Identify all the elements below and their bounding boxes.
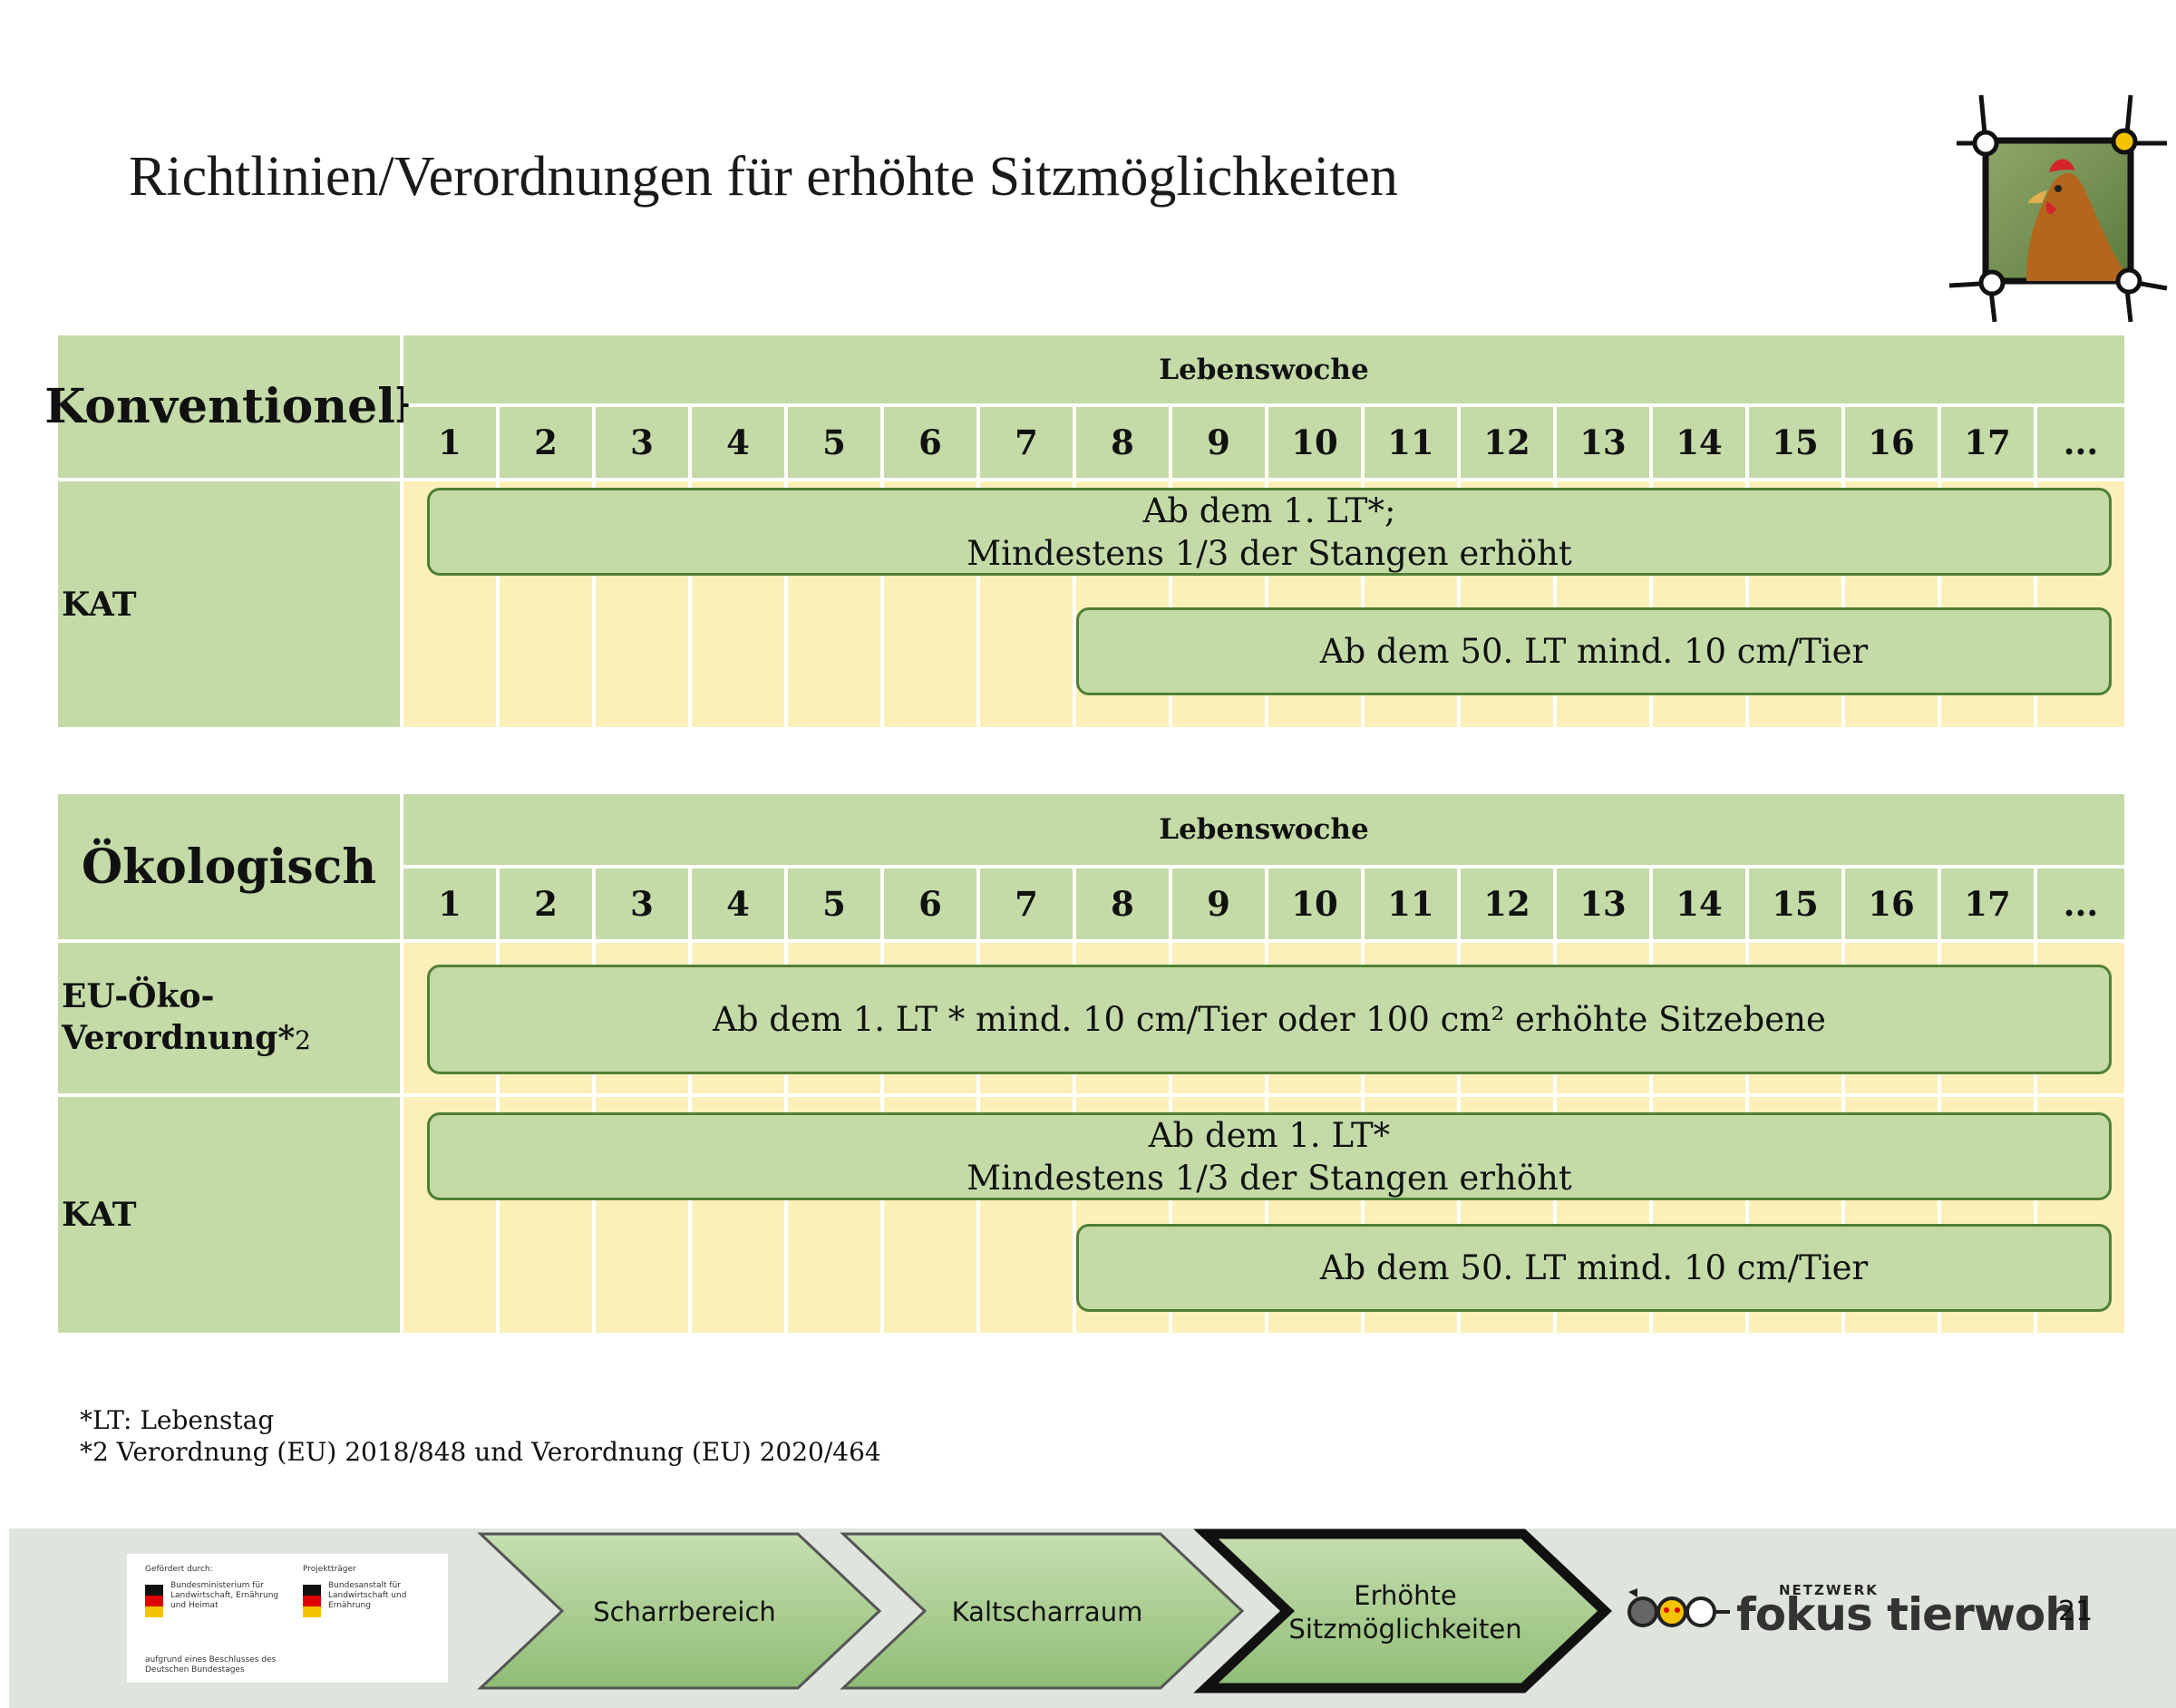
week-cell: 13 — [1557, 869, 1649, 939]
sponsor-right-text: Bundesanstalt für Landwirtschaft und Ern… — [328, 1581, 407, 1610]
week-cell: 8 — [1076, 407, 1169, 478]
week-cell: 3 — [596, 407, 688, 478]
footnote-lt: *LT: Lebenstag — [80, 1405, 275, 1435]
nav-scharrbereich[interactable]: Scharrbereich — [593, 1596, 776, 1627]
week-cell: 11 — [1365, 869, 1457, 939]
week-cell: 7 — [980, 869, 1073, 939]
week-cell: ... — [2037, 407, 2124, 478]
nav-chevrons — [477, 1528, 1613, 1693]
week-cell: 14 — [1653, 407, 1745, 478]
week-cell: 3 — [596, 869, 688, 939]
week-cell: 5 — [788, 407, 880, 478]
lebenswoche-header: Lebenswoche — [403, 794, 2124, 865]
bar-kat-start: Ab dem 1. LT*Mindestens 1/3 der Stangen … — [427, 1112, 2112, 1200]
nav-kaltscharraum[interactable]: Kaltscharraum — [951, 1596, 1143, 1627]
row-label-eu-oeko: EU-Öko-Verordnung*2 — [58, 943, 400, 1093]
week-cell: 2 — [500, 407, 592, 478]
week-cell: 6 — [884, 407, 976, 478]
week-cell: 12 — [1461, 869, 1553, 939]
hen-photo-icon — [1948, 94, 2168, 323]
brand-logo-icon — [1627, 1588, 1730, 1627]
week-cell: 17 — [1941, 869, 2034, 939]
week-cell: 2 — [500, 869, 592, 939]
week-cell: 9 — [1172, 407, 1265, 478]
week-cell: 16 — [1845, 869, 1938, 939]
bar-kat-50lt: Ab dem 50. LT mind. 10 cm/Tier — [1076, 1224, 2112, 1312]
week-cell: 6 — [884, 869, 976, 939]
week-cell: 15 — [1749, 869, 1841, 939]
page-title: Richtlinien/Verordnungen für erhöhte Sit… — [129, 146, 1398, 208]
brand-small-text: NETZWERK — [1779, 1582, 1879, 1598]
sponsor-right-heading: Projektträger — [303, 1565, 356, 1574]
sponsor-logos: Gefördert durch: Bundesministerium für L… — [127, 1554, 448, 1683]
week-cell: 14 — [1653, 869, 1745, 939]
table-title-konventionell: Konventionell — [44, 335, 413, 478]
week-cell: 16 — [1845, 407, 1938, 478]
week-cell: 9 — [1172, 869, 1265, 939]
lebenswoche-header: Lebenswoche — [403, 335, 2124, 403]
sponsor-left-heading: Gefördert durch: — [145, 1565, 213, 1574]
week-cell: 12 — [1461, 407, 1553, 478]
week-cell: 4 — [692, 869, 784, 939]
sponsor-left-text: Bundesministerium für Landwirtschaft, Er… — [170, 1581, 279, 1610]
week-cell: 1 — [403, 407, 496, 478]
bar-eu-oeko: Ab dem 1. LT * mind. 10 cm/Tier oder 100… — [427, 965, 2112, 1074]
bar-kat-start: Ab dem 1. LT*;Mindestens 1/3 der Stangen… — [427, 488, 2112, 576]
sponsor-left-note: aufgrund eines Beschlusses des Deutschen… — [145, 1655, 277, 1674]
brand-name: fokus tierwohl — [1736, 1588, 2092, 1641]
week-cell: 7 — [980, 407, 1073, 478]
row-label-kat: KAT — [58, 1097, 400, 1333]
week-cell: 8 — [1076, 869, 1169, 939]
week-cell: 5 — [788, 869, 880, 939]
flag-icon — [303, 1585, 321, 1617]
week-cell: ... — [2037, 869, 2124, 939]
week-cell: 10 — [1268, 869, 1361, 939]
page-number: 21 — [2058, 1596, 2093, 1627]
week-cell: 11 — [1365, 407, 1457, 478]
week-cell: 4 — [692, 407, 784, 478]
week-cell: 1 — [403, 869, 496, 939]
row-label-kat: KAT — [58, 481, 400, 727]
week-cell: 10 — [1268, 407, 1361, 478]
table-title-oekologisch: Ökologisch — [58, 794, 400, 939]
footnote-verordnung: *2 Verordnung (EU) 2018/848 und Verordnu… — [80, 1437, 881, 1467]
week-cell: 15 — [1749, 407, 1841, 478]
bar-kat-50lt: Ab dem 50. LT mind. 10 cm/Tier — [1076, 607, 2112, 695]
week-cell: 13 — [1557, 407, 1649, 478]
flag-icon — [145, 1585, 163, 1617]
week-cell: 17 — [1941, 407, 2034, 478]
